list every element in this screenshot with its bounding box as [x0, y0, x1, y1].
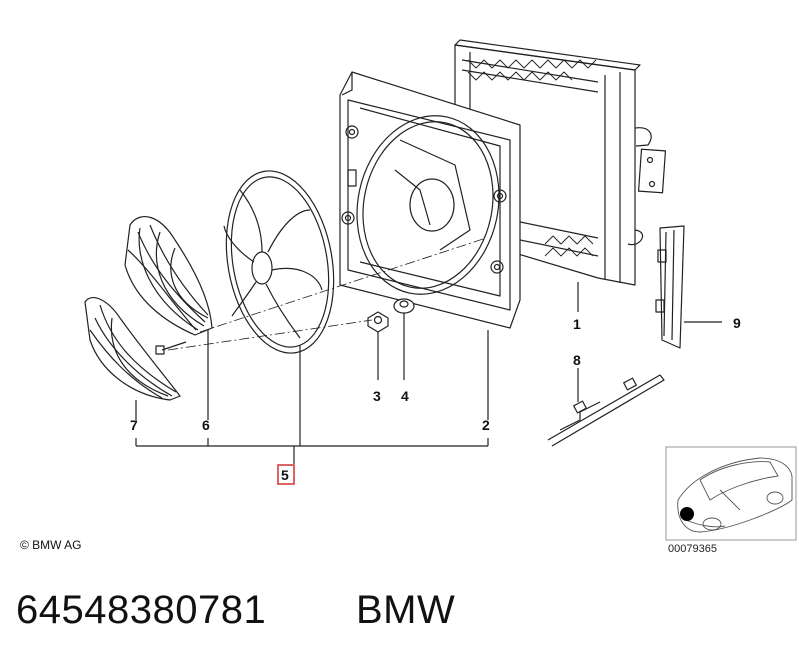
clip-nut-4 [393, 298, 415, 380]
diagram-reference-number: 00079365 [668, 543, 717, 555]
callout-5: 5 [281, 467, 289, 483]
callout-9: 9 [733, 315, 741, 331]
air-duct-9 [655, 225, 722, 349]
fan-guard-rear [84, 297, 181, 420]
callout-2: 2 [482, 417, 490, 433]
callout-8: 8 [573, 352, 581, 368]
part-number: 64548380781 [16, 588, 267, 632]
callout-3: 3 [373, 388, 381, 404]
guard-screw [155, 341, 187, 355]
fan-shroud [339, 71, 521, 420]
brand-name: BMW [356, 588, 456, 632]
fan-guard-front [124, 216, 213, 420]
assembly-axis [167, 237, 487, 351]
clip-nut-3 [367, 311, 389, 380]
locator-marker [680, 507, 694, 521]
highlight-box [277, 464, 295, 485]
callout-bracket [135, 438, 489, 464]
callout-1: 1 [573, 316, 581, 332]
copyright-text: © BMW AG [20, 538, 82, 552]
fan-assembly [223, 170, 335, 446]
callout-4: 4 [401, 388, 409, 404]
callout-7: 7 [130, 417, 138, 433]
callout-6: 6 [202, 417, 210, 433]
vehicle-locator [665, 446, 797, 541]
bracket-8 [547, 368, 665, 447]
